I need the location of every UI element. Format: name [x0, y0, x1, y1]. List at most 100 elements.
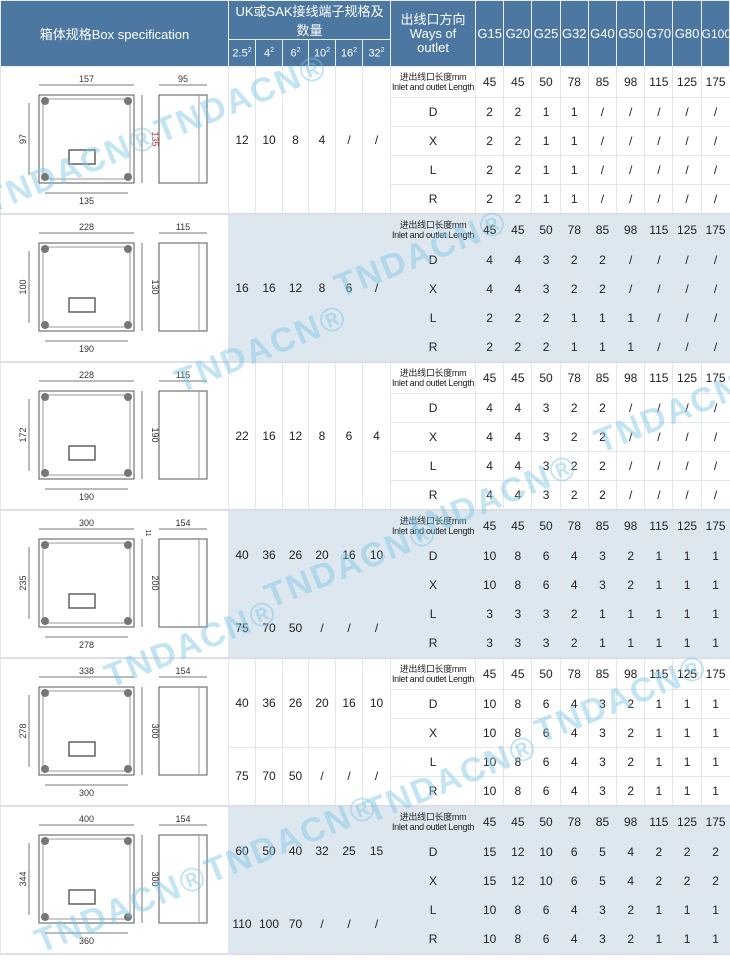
outlet-count: /	[672, 303, 702, 333]
inlet-length-value: 85	[587, 658, 617, 690]
outlet-count: 2	[503, 126, 532, 156]
mounting-screw-icon	[124, 765, 132, 773]
terminal-count: 16	[255, 214, 283, 363]
terminal-count: 75	[228, 747, 256, 807]
outlet-count: 2	[559, 451, 589, 481]
terminal-size: 4	[263, 47, 271, 60]
outlet-count: /	[644, 480, 673, 511]
ways-header: 出线口方向 Ways of outlet	[390, 0, 477, 67]
outlet-count: 1	[531, 97, 561, 127]
gland-header: G80	[672, 0, 702, 67]
outlet-count: 4	[559, 718, 589, 748]
terminal-count: 26	[282, 658, 309, 748]
outlet-direction: L	[390, 599, 476, 629]
outlet-count: 2	[475, 126, 504, 156]
inlet-length-label-en: Inlet and outlet Length	[391, 82, 475, 92]
outlet-count: 1	[644, 718, 673, 748]
terminal-count: 16	[255, 362, 283, 511]
outlet-direction: L	[390, 895, 476, 925]
mounting-screw-icon	[41, 469, 49, 477]
terminal-count: 16	[228, 214, 256, 363]
outlet-count: /	[644, 97, 673, 127]
outlet-count: 1	[616, 303, 645, 333]
inlet-length-label-en: Inlet and outlet Length	[391, 525, 475, 536]
outlet-count: /	[587, 97, 617, 127]
dim-width-top: 400	[79, 814, 94, 824]
inlet-length-label-en: Inlet and outlet Length	[391, 673, 475, 684]
outlet-direction: R	[390, 184, 476, 215]
outlet-count: 1	[672, 689, 702, 719]
inlet-length-value: 115	[644, 214, 673, 246]
outlet-count: 4	[503, 422, 532, 452]
gland-header: G50	[616, 0, 646, 67]
outlet-count: /	[644, 155, 673, 185]
mounting-screw-icon	[124, 541, 132, 549]
terminal-count: 10	[255, 66, 283, 215]
outlet-count: 4	[475, 480, 504, 511]
dim-width-bottom: 190	[79, 344, 94, 354]
outlet-count: 2	[616, 718, 645, 748]
outlet-count: 2	[475, 184, 504, 215]
terminal-count: 6	[335, 362, 363, 511]
outlet-count: 2	[559, 480, 589, 511]
dim-width-bottom: 190	[79, 492, 94, 502]
outlet-count: 10	[475, 895, 504, 925]
outlet-count: /	[644, 184, 673, 215]
terminal-size: 6	[290, 47, 297, 60]
mounting-screw-icon	[41, 689, 49, 697]
outlet-count: 2	[475, 97, 504, 127]
inlet-length-value: 98	[616, 510, 645, 542]
terminal-count: /	[335, 895, 363, 955]
terminal-count: 12	[228, 66, 256, 215]
inlet-length-value: 78	[559, 362, 589, 394]
dim-height-right: 200	[150, 575, 160, 590]
outlet-count: 6	[531, 776, 561, 807]
dim-depth: 115	[176, 222, 190, 232]
outlet-count: /	[672, 245, 702, 275]
outlet-count: 8	[503, 747, 532, 777]
outlet-count: 6	[531, 689, 561, 719]
inlet-length-value: 115	[644, 806, 673, 838]
terminal-size-unit: 2	[270, 46, 275, 54]
outlet-count: /	[616, 451, 645, 481]
outlet-count: 10	[531, 837, 561, 867]
inlet-length-value: 115	[644, 658, 673, 690]
box-side-outline	[158, 538, 208, 628]
terminal-count: 50	[282, 747, 309, 807]
outlet-count: 1	[531, 184, 561, 215]
inlet-length-value: 45	[475, 362, 504, 394]
inlet-length-value: 125	[672, 214, 702, 246]
outlet-count: 1	[644, 689, 673, 719]
terminal-count: 50	[255, 806, 283, 896]
inlet-length-label-cn: 进出线口长度mm	[399, 663, 467, 674]
dim-height-left: 278	[18, 723, 28, 738]
inlet-length-value: 50	[531, 66, 561, 98]
outlet-count: 3	[475, 628, 504, 659]
inlet-length-value: 45	[475, 214, 504, 246]
outlet-count: 4	[503, 393, 532, 423]
outlet-count: 8	[503, 689, 532, 719]
outlet-direction: L	[390, 155, 476, 185]
outlet-direction: L	[390, 451, 476, 481]
outlet-count: 3	[531, 393, 561, 423]
din-rail-window	[68, 445, 96, 461]
outlet-count: /	[700, 393, 730, 423]
outlet-count: 8	[503, 895, 532, 925]
terminal-count: /	[308, 599, 336, 659]
box-front-outline	[38, 94, 135, 184]
outlet-count: 1	[644, 541, 673, 571]
terminal-count: /	[361, 66, 391, 215]
outlet-count: 1	[700, 541, 730, 571]
outlet-count: /	[672, 97, 702, 127]
box-lid-outline	[42, 394, 131, 476]
